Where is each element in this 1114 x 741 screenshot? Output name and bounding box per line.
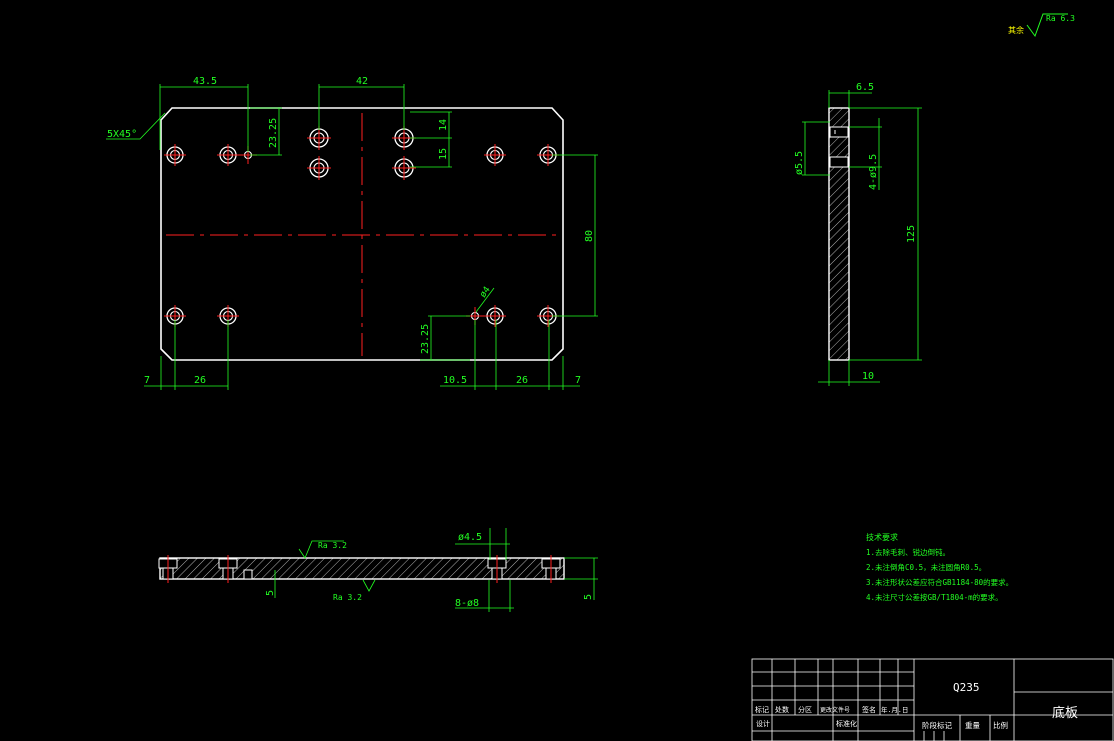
tech-req-item-1: 1.去除毛刺、锐边倒钝。 (866, 547, 950, 557)
dim-bottom-edge-to-hole: 23.25 (420, 324, 431, 354)
dim-right-offset: 10.5 (443, 375, 467, 386)
tb-label-count: 处数 (775, 705, 789, 714)
tb-weight-label: 重量 (965, 721, 980, 730)
dim-thickness: 10 (862, 371, 874, 382)
dim-height: 125 (906, 225, 917, 243)
tech-req-item-3: 3.未注形状公差应符合GB1184-80的要求。 (866, 577, 1013, 587)
dim-chamfer: 5X45° (107, 129, 137, 140)
roughness-note-prefix: 其余 (1008, 25, 1024, 35)
tb-part-name: 底板 (1052, 705, 1078, 721)
roughness-note: 其余 Ra 6.3 (1008, 13, 1075, 38)
tb-designer-label: 设计 (756, 719, 770, 728)
tech-req-item-4: 4.未注尺寸公差按GB/T1804-m的要求。 (866, 592, 1003, 602)
dim-left-pitch: 26 (194, 375, 206, 386)
side-counterbore-bottom (829, 156, 849, 168)
roughness-symbol-icon (1026, 13, 1068, 38)
section-dimension-lines (274, 528, 598, 612)
side-view: 6.5 ø5.5 4-ø9.5 125 10 (794, 82, 922, 386)
roughness-note-value: Ra 6.3 (1046, 14, 1075, 23)
roughness-bottom: Ra 3.2 (333, 593, 362, 602)
dim-right-pitch: 26 (516, 375, 528, 386)
dim-center-holes-spacing: 42 (356, 76, 368, 87)
tb-material: Q235 (953, 681, 980, 694)
side-counterbore-top (829, 126, 849, 138)
tech-req-title: 技术要求 (866, 532, 898, 542)
plate-outline (160, 107, 564, 361)
tb-label-mark: 标记 (755, 705, 769, 714)
dim-top-counterbore: 6.5 (856, 82, 874, 93)
dim-left-thickness: 5 (265, 590, 276, 596)
dim-pin-holes-spacing: 15 (438, 148, 449, 160)
tb-label-zone: 分区 (798, 705, 812, 714)
dim-counterbore-dia: ø4.5 (458, 532, 482, 543)
tb-label-change-doc: 更改文件号 (820, 706, 850, 714)
dim-holes: 8-ø8 (455, 598, 479, 609)
tb-stage-label: 阶段标记 (922, 720, 952, 730)
tb-label-date: 年.月.日 (881, 705, 908, 714)
section-view: Ra 3.2 Ra 3.2 ø4.5 8-ø8 5 5 (158, 528, 598, 612)
roughness-top: Ra 3.2 (318, 541, 347, 550)
tb-standard-label: 标准化 (836, 719, 857, 728)
dim-counterbore-height: 14 (438, 119, 449, 131)
title-block: 标记 处数 分区 更改文件号 签名 年.月.日 设计 标准化 阶段标记 重量 比… (751, 658, 1114, 741)
dim-left-hole-offset: 43.5 (193, 76, 217, 87)
dim-counterbore: 4-ø9.5 (868, 154, 879, 190)
dim-small-hole: ø4 (478, 285, 492, 300)
tb-scale-label: 比例 (993, 720, 1008, 730)
front-dimension-lines (106, 84, 598, 390)
section-pin-hole (243, 569, 253, 580)
dim-right-edge: 7 (575, 375, 581, 386)
title-block-grid (751, 658, 1114, 741)
dim-row-spacing: 80 (584, 230, 595, 242)
dim-left-edge: 7 (144, 375, 150, 386)
dim-hole-dia: ø5.5 (794, 151, 805, 175)
section-hole-group (158, 555, 561, 583)
dim-right-thickness: 5 (583, 594, 594, 600)
dim-top-edge-to-hole: 23.25 (268, 118, 279, 148)
side-dimension-lines (802, 90, 922, 386)
tb-label-sign: 签名 (862, 705, 876, 714)
technical-requirements: 技术要求 1.去除毛刺、锐边倒钝。 2.未注倒角C0.5，未注圆角R0.5。 3… (866, 532, 1013, 602)
tech-req-item-2: 2.未注倒角C0.5，未注圆角R0.5。 (866, 562, 986, 572)
side-section (828, 107, 850, 361)
front-view: 43.5 42 5X45° 23.25 14 15 80 23.25 ø4 7 … (106, 76, 598, 390)
